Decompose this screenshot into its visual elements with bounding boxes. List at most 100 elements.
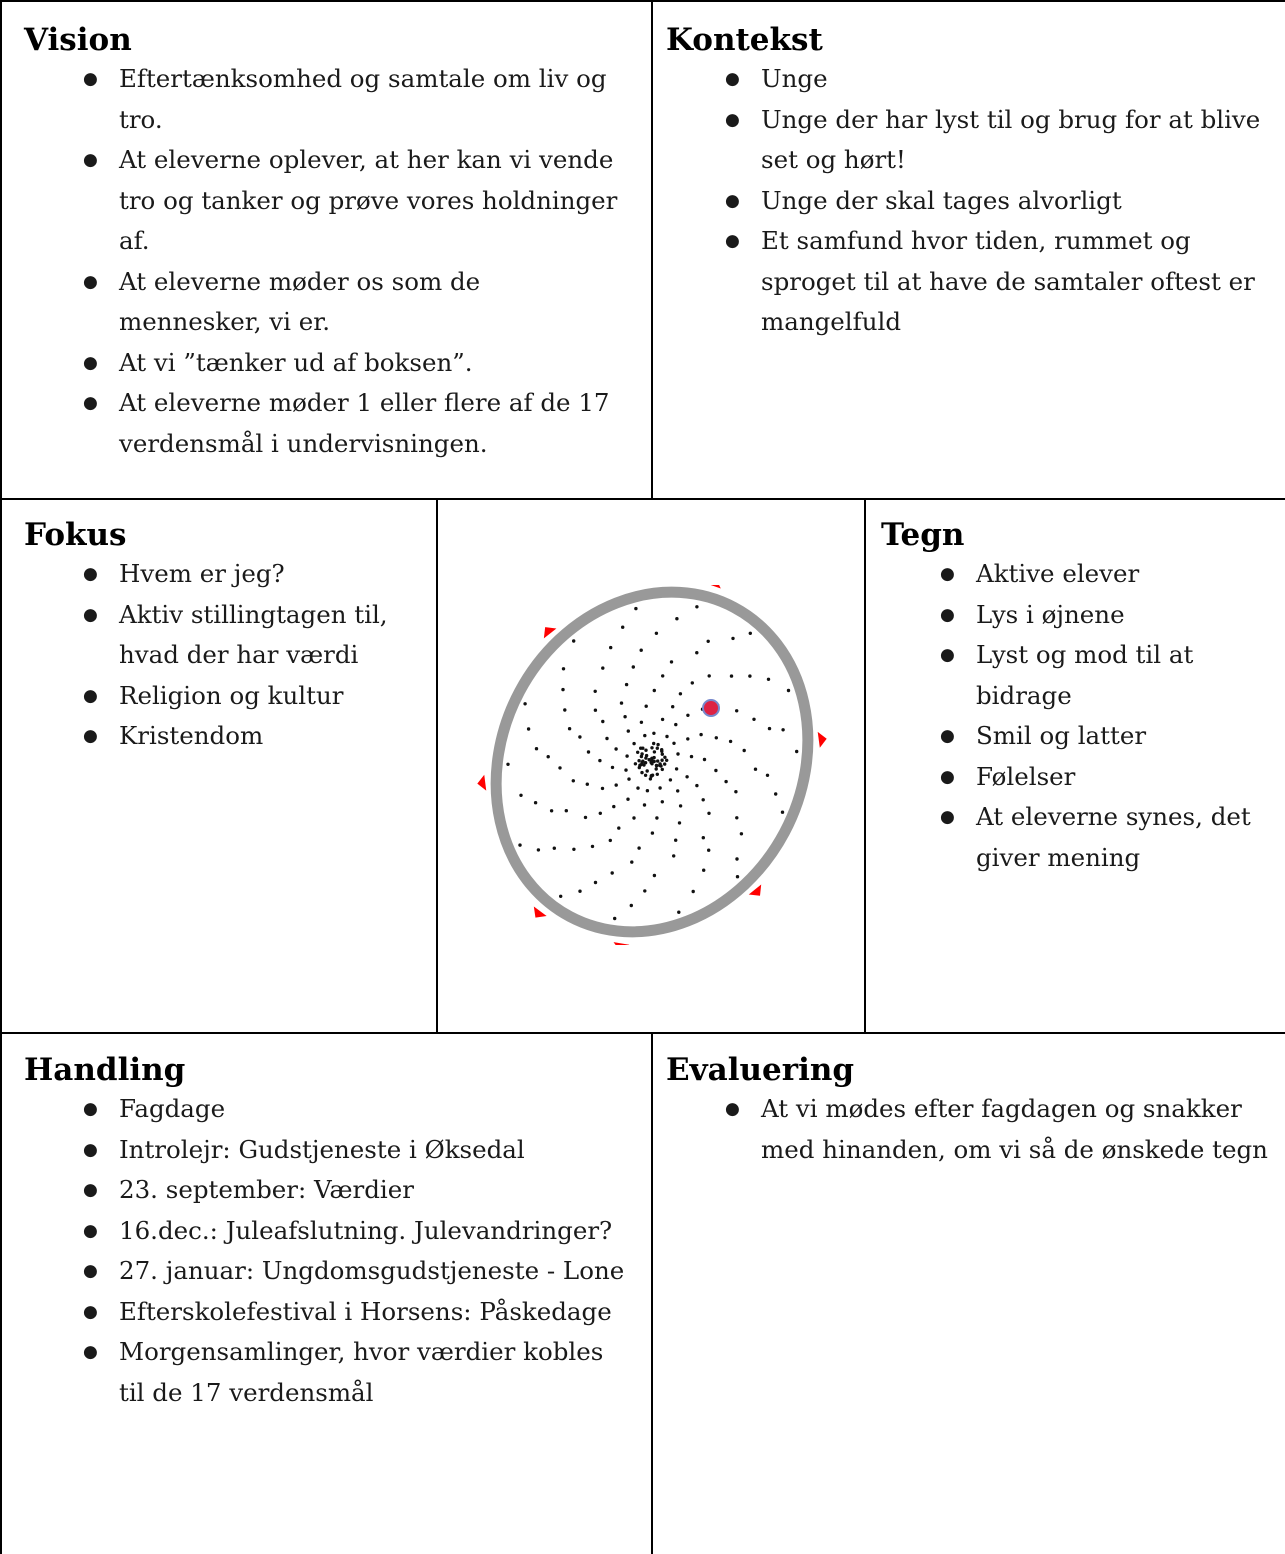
dot <box>739 832 744 836</box>
dot <box>660 748 664 752</box>
dot <box>691 889 695 894</box>
dot <box>655 772 659 776</box>
dot <box>609 645 613 650</box>
dot <box>649 774 654 778</box>
dot <box>552 846 556 850</box>
dot <box>578 889 582 893</box>
dot <box>652 750 657 754</box>
dot <box>686 737 690 741</box>
ellipse-ring <box>490 586 814 938</box>
dot <box>549 809 554 813</box>
row-divider-1 <box>0 498 1285 500</box>
bullet-icon: ● <box>83 1220 98 1241</box>
dot <box>748 674 752 678</box>
list-item: ●Fagdage <box>24 1089 634 1130</box>
dot <box>678 692 683 696</box>
dot <box>613 916 617 921</box>
dot <box>578 735 582 739</box>
dot <box>598 811 602 815</box>
bullet-icon: ● <box>725 231 740 251</box>
dot <box>640 770 644 775</box>
bullet-icon: ● <box>940 604 955 625</box>
dot <box>637 846 641 850</box>
dot <box>650 762 654 766</box>
dot <box>699 732 703 737</box>
bullet-icon: ● <box>83 393 98 413</box>
dot <box>639 763 643 767</box>
dot <box>654 764 659 768</box>
evaluering-list: ●At vi mødes efter fagdagen og snakker m… <box>666 1089 1276 1170</box>
list-item: ●Religion og kultur <box>24 676 424 717</box>
dot <box>655 816 659 820</box>
dot <box>674 722 678 727</box>
dot <box>626 729 630 733</box>
dot <box>724 779 728 784</box>
vision-heading: Vision <box>24 22 132 58</box>
list-item: ●Følelser <box>881 757 1285 798</box>
dot <box>656 759 660 763</box>
dot <box>678 804 683 808</box>
bullet-icon: ● <box>725 190 740 211</box>
dot <box>695 605 699 609</box>
bullet-icon: ● <box>83 1180 98 1200</box>
dot <box>701 798 705 802</box>
dot <box>642 803 647 807</box>
dot <box>665 734 669 739</box>
dot <box>650 831 655 835</box>
marker-triangle-icon <box>705 578 721 589</box>
dot <box>623 715 627 719</box>
dot <box>558 766 562 770</box>
marker-triangle-icon <box>543 627 557 639</box>
dot <box>695 783 699 788</box>
list-item: ●At eleverne synes, det giver mening <box>881 797 1285 878</box>
dot <box>675 617 679 621</box>
dotted-ellipse-diagram <box>455 578 855 952</box>
dot <box>707 674 711 678</box>
kontekst-heading: Kontekst <box>666 22 823 58</box>
vision-list: ●Eftertænksomhed og samtale om liv og tr… <box>24 59 624 464</box>
list-item: ●23. september: Værdier <box>24 1170 634 1211</box>
dot <box>526 727 531 731</box>
dot <box>707 811 711 815</box>
dot <box>685 775 689 779</box>
dot <box>702 868 706 872</box>
marker-triangle-icon <box>533 906 547 918</box>
dot <box>660 752 664 756</box>
dot <box>546 755 550 759</box>
dot <box>625 754 629 758</box>
dot <box>774 792 778 796</box>
dot <box>629 903 633 908</box>
list-item: ●Introlejr: Gudstjeneste i Øksedal <box>24 1130 634 1171</box>
dot <box>707 848 711 852</box>
dot <box>533 801 538 805</box>
dot <box>605 736 609 741</box>
dot <box>661 674 665 678</box>
dot <box>753 767 758 771</box>
dot <box>563 708 567 712</box>
dot <box>676 752 680 756</box>
dot <box>593 708 598 712</box>
dot <box>689 754 694 759</box>
dot <box>748 631 752 635</box>
dot <box>654 631 659 635</box>
table-border-left <box>0 0 2 1554</box>
dot <box>608 838 612 843</box>
dot <box>663 755 667 759</box>
kontekst-list: ●Unge ●Unge der har lyst til og brug for… <box>666 59 1276 343</box>
bullet-icon: ● <box>940 766 955 787</box>
list-item: ●At eleverne møder os som de mennesker, … <box>24 262 624 343</box>
dot <box>598 758 602 763</box>
marker-triangle-icon <box>477 774 487 791</box>
list-item: ●27. januar: Ungdomsgudstjeneste - Lone <box>24 1251 634 1292</box>
dot <box>735 875 740 879</box>
dot <box>601 666 605 670</box>
bullet-icon: ● <box>83 150 98 170</box>
dot <box>641 759 645 763</box>
column-divider-top <box>651 0 653 499</box>
dot <box>677 910 681 914</box>
dot <box>624 768 628 772</box>
dot <box>701 836 705 840</box>
bullet-icon: ● <box>83 1342 98 1362</box>
bullet-icon: ● <box>725 109 740 130</box>
bullet-icon: ● <box>83 564 98 584</box>
